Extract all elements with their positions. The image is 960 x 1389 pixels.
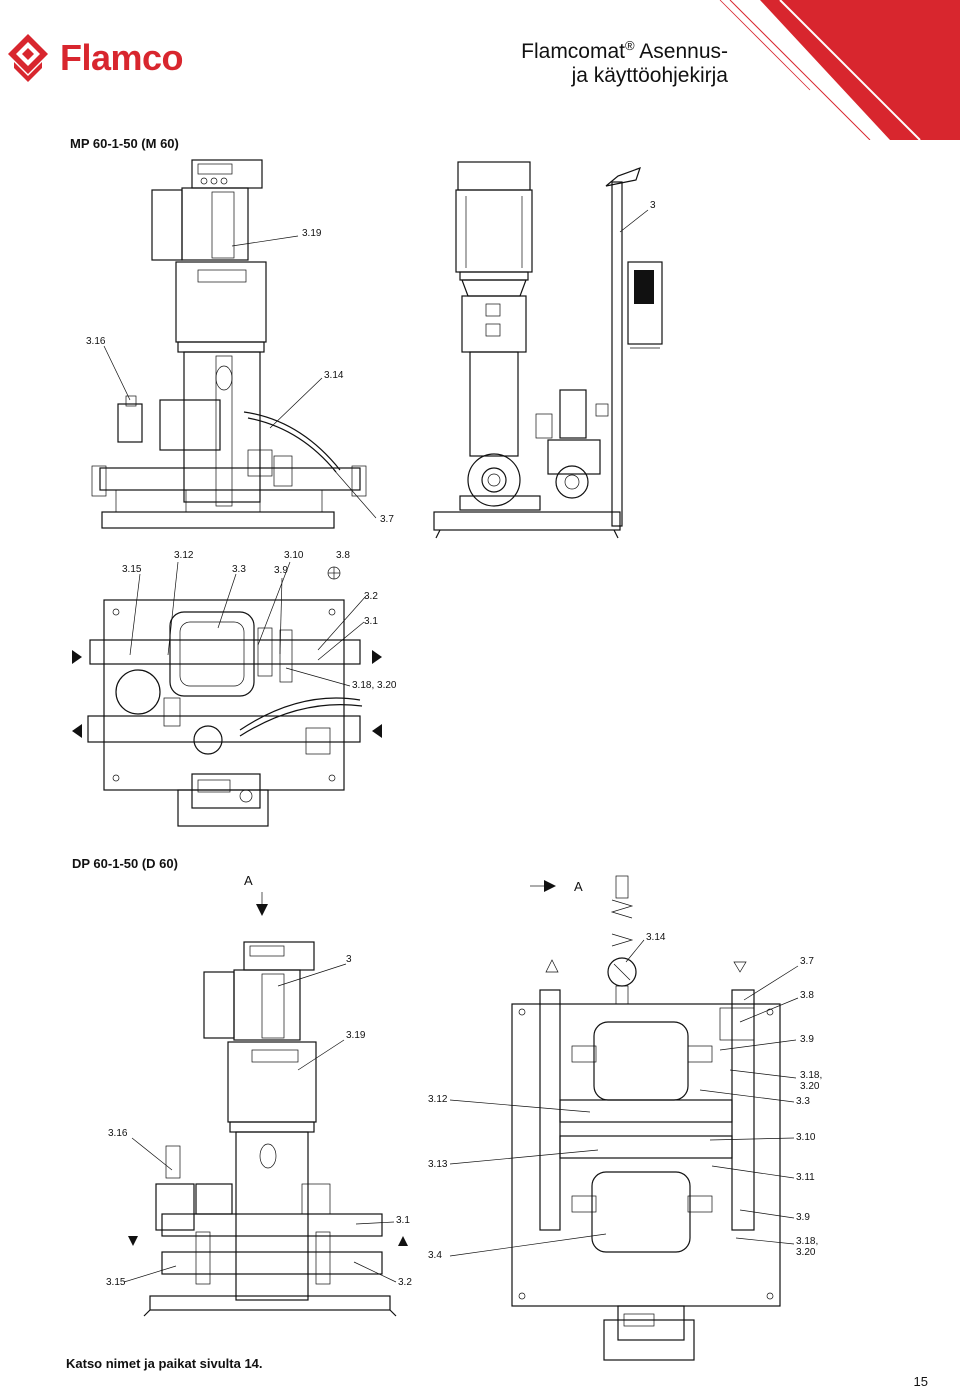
- mp-leader-lines: [103, 209, 649, 687]
- page-number: 15: [913, 1374, 928, 1389]
- label-dp-3-20a: 3.20: [800, 1081, 820, 1092]
- title-reg-mark: ®: [625, 38, 635, 53]
- mp-side-view: [433, 161, 663, 539]
- label-dp-3-18a: 3.18,: [800, 1070, 823, 1081]
- label-3-12: 3.12: [174, 550, 194, 561]
- label-3-18-3-20: 3.18, 3.20: [352, 680, 397, 691]
- footer-note: Katso nimet ja paikat sivulta 14.: [66, 1356, 263, 1371]
- label-dp-3-13: 3.13: [428, 1159, 448, 1170]
- label-dp-3-14: 3.14: [646, 932, 666, 943]
- label-3-10: 3.10: [284, 550, 304, 561]
- title-product: Flamcomat: [521, 40, 625, 63]
- label-dp-3-15: 3.15: [106, 1277, 126, 1288]
- label-a-right: A: [574, 879, 583, 894]
- label-dp-3-1: 3.1: [396, 1215, 410, 1226]
- label-dp-3-19: 3.19: [346, 1030, 366, 1041]
- label-3-19: 3.19: [302, 228, 322, 239]
- section-title-dp: DP 60-1-50 (D 60): [72, 856, 178, 871]
- section-title-mp: MP 60-1-50 (M 60): [70, 136, 179, 151]
- label-dp-3-9a: 3.9: [800, 1034, 814, 1045]
- label-dp-3-16: 3.16: [108, 1128, 128, 1139]
- label-dp-3-2: 3.2: [398, 1277, 412, 1288]
- label-3: 3: [650, 200, 656, 211]
- mp-top-view: [72, 566, 382, 827]
- title-rest: Asennus-: [634, 40, 728, 63]
- label-dp-3-11: 3.11: [796, 1172, 815, 1183]
- brand-name: Flamco: [60, 37, 184, 78]
- title-subtitle: ja käyttöohjekirja: [571, 64, 728, 87]
- label-dp-3-8: 3.8: [800, 990, 814, 1001]
- label-dp-3-12: 3.12: [428, 1094, 448, 1105]
- label-dp-3-9b: 3.9: [796, 1212, 810, 1223]
- label-3-2: 3.2: [364, 591, 378, 602]
- label-dp-3-7: 3.7: [800, 956, 814, 967]
- label-3-16: 3.16: [86, 336, 106, 347]
- label-dp-3-18b: 3.18,: [796, 1236, 819, 1247]
- label-dp-3-4: 3.4: [428, 1250, 442, 1261]
- document-title: Flamcomat® Asennus- ja käyttöohjekirja: [521, 34, 728, 88]
- brand-logo: Flamco: [6, 32, 184, 84]
- mp-front-view: [91, 159, 367, 529]
- header-stripe-graphic: [690, 0, 960, 140]
- label-dp-3-3: 3.3: [796, 1096, 810, 1107]
- label-a-left: A: [244, 873, 253, 888]
- label-3-8: 3.8: [336, 550, 350, 561]
- label-dp-3: 3: [346, 954, 352, 965]
- label-dp-3-10: 3.10: [796, 1132, 816, 1143]
- label-dp-3-20b: 3.20: [796, 1247, 816, 1258]
- label-3-1: 3.1: [364, 616, 378, 627]
- label-3-14: 3.14: [324, 370, 344, 381]
- dp-leader-lines: [123, 939, 799, 1283]
- label-3-7: 3.7: [380, 514, 394, 525]
- dp-front-view: [128, 892, 408, 1317]
- label-3-3: 3.3: [232, 564, 246, 575]
- label-3-9: 3.9: [274, 565, 288, 576]
- dp-top-view: [511, 875, 781, 1361]
- label-3-15: 3.15: [122, 564, 142, 575]
